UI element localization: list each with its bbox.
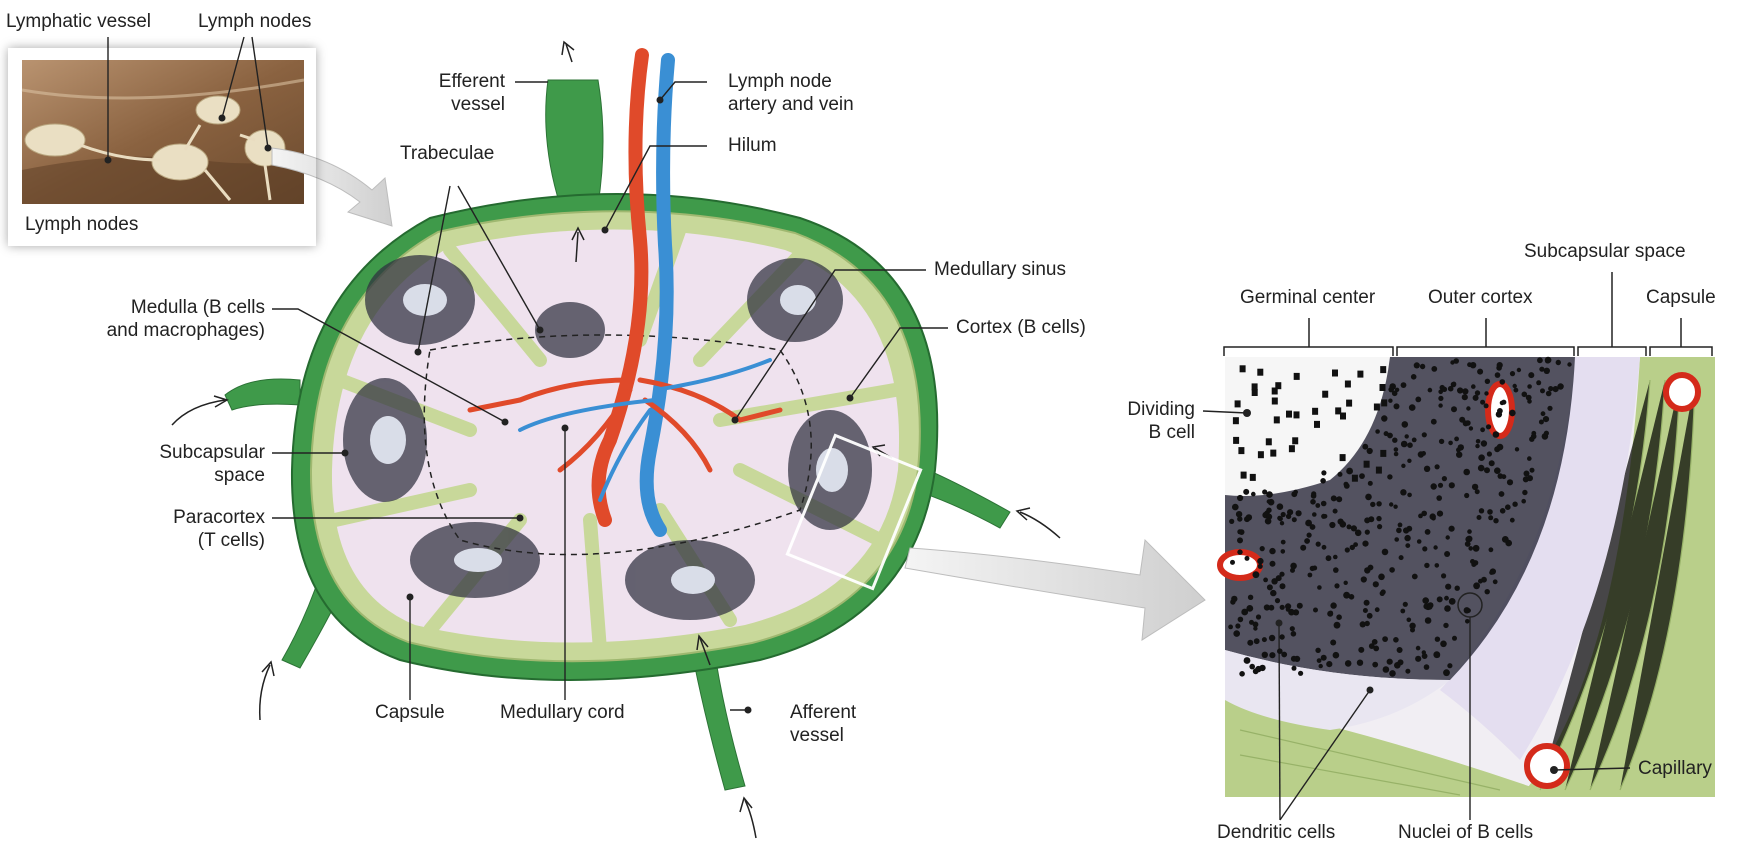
label-nuclei-b-cells: Nuclei of B cells [1398, 821, 1533, 844]
label-paracortex: Paracortex(T cells) [120, 506, 265, 552]
label-dendritic-cells: Dendritic cells [1217, 821, 1335, 844]
label-trabeculae: Trabeculae [400, 142, 494, 165]
label-lymph-nodes-top: Lymph nodes [198, 10, 311, 33]
detail-panel [1220, 272, 1715, 797]
label-lymphatic-vessel: Lymphatic vessel [6, 10, 151, 33]
label-lymph-nodes-caption: Lymph nodes [25, 213, 138, 236]
label-medullary-cord: Medullary cord [500, 701, 625, 724]
label-medullary-sinus: Medullary sinus [934, 258, 1066, 281]
label-subcapsular-space-detail: Subcapsular space [1524, 240, 1686, 263]
label-hilum: Hilum [728, 134, 777, 157]
label-capsule-node: Capsule [375, 701, 445, 724]
label-cortex: Cortex (B cells) [956, 316, 1086, 339]
zoom-arrow-detail [905, 540, 1205, 640]
label-outer-cortex: Outer cortex [1428, 286, 1533, 309]
label-germinal-center: Germinal center [1240, 286, 1375, 309]
label-capsule-detail: Capsule [1646, 286, 1716, 309]
label-capillary: Capillary [1638, 757, 1712, 780]
